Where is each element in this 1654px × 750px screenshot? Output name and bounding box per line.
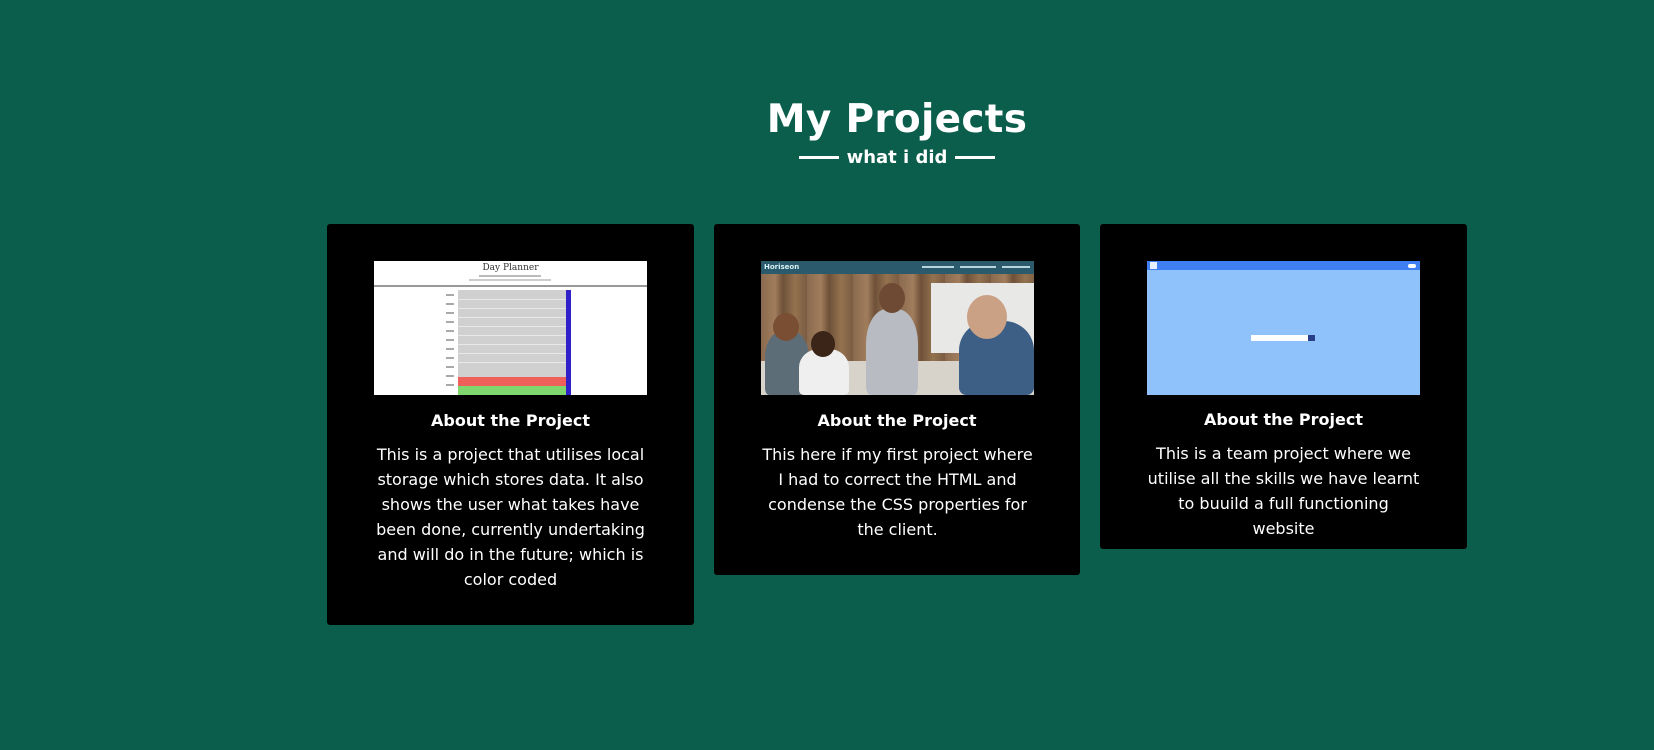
thumbnail-row-sep <box>458 299 566 300</box>
project-thumbnail-team-project[interactable] <box>1147 261 1420 395</box>
thumbnail-person-head <box>811 331 835 357</box>
project-thumbnail-horiseon[interactable]: Horiseon <box>761 261 1034 395</box>
thumbnail-logo-icon <box>1150 262 1157 269</box>
thumbnail-person <box>866 309 918 395</box>
thumbnail-hour <box>446 366 454 368</box>
thumbnail-row-sep <box>458 353 566 354</box>
project-description: This here if my first project where I ha… <box>762 445 1033 539</box>
thumbnail-subline <box>479 275 541 277</box>
subtitle-text: what i did <box>846 147 948 168</box>
thumbnail-nav-link <box>960 266 996 268</box>
thumbnail-hour <box>446 321 454 323</box>
project-title: About the Project <box>431 411 590 430</box>
page-title: My Projects <box>766 97 1028 142</box>
thumbnail-hour <box>446 339 454 341</box>
thumbnail-present-row <box>458 377 566 386</box>
thumbnail-hour <box>446 312 454 314</box>
project-card-day-planner[interactable]: Day Planner <box>327 224 694 625</box>
thumbnail-row-sep <box>458 335 566 336</box>
project-card-horiseon[interactable]: Horiseon About the Project This here if … <box>714 224 1080 575</box>
thumbnail-search-input <box>1251 335 1308 341</box>
thumbnail-row-sep <box>458 344 566 345</box>
project-title: About the Project <box>817 411 977 430</box>
thumbnail-row-sep <box>458 362 566 363</box>
thumbnail-title: Day Planner <box>482 263 539 273</box>
thumbnail-future-row <box>458 386 566 395</box>
thumbnail-navbar: Horiseon <box>761 261 1034 274</box>
thumbnail-nav-link <box>922 266 954 268</box>
project-description: This is a team project where we utilise … <box>1147 444 1420 538</box>
thumbnail-subline <box>469 279 551 281</box>
thumbnail-person-head <box>879 283 905 313</box>
subtitle-rule-left <box>798 156 839 159</box>
thumbnail-search-button <box>1308 335 1315 341</box>
thumbnail-save-column <box>566 290 571 395</box>
thumbnail-topbar <box>1147 261 1420 270</box>
thumbnail-toggle-icon <box>1408 264 1416 268</box>
thumbnail-hour <box>446 303 454 305</box>
thumbnail-divider <box>374 285 647 287</box>
thumbnail-hour <box>446 294 454 296</box>
project-card-team-project[interactable]: About the Project This is a team project… <box>1100 224 1467 549</box>
thumbnail-hour <box>446 357 454 359</box>
project-description: This is a project that utilises local st… <box>376 445 645 589</box>
thumbnail-nav-link <box>1002 266 1030 268</box>
thumbnail-row-sep <box>458 308 566 309</box>
project-title: About the Project <box>1204 410 1363 429</box>
thumbnail-person-head <box>773 313 799 341</box>
project-thumbnail-day-planner[interactable]: Day Planner <box>374 261 647 395</box>
thumbnail-person-head <box>967 295 1007 339</box>
thumbnail-brand: Horiseon <box>764 263 800 271</box>
thumbnail-row-sep <box>458 317 566 318</box>
thumbnail-hour <box>446 384 454 386</box>
section-subtitle: what i did <box>798 147 996 168</box>
thumbnail-hour <box>446 375 454 377</box>
thumbnail-hour <box>446 348 454 350</box>
thumbnail-hours <box>444 290 458 395</box>
thumbnail-hour <box>446 330 454 332</box>
subtitle-rule-right <box>955 156 996 159</box>
section-header: My Projects what i did <box>0 96 1654 168</box>
thumbnail-row-sep <box>458 326 566 327</box>
